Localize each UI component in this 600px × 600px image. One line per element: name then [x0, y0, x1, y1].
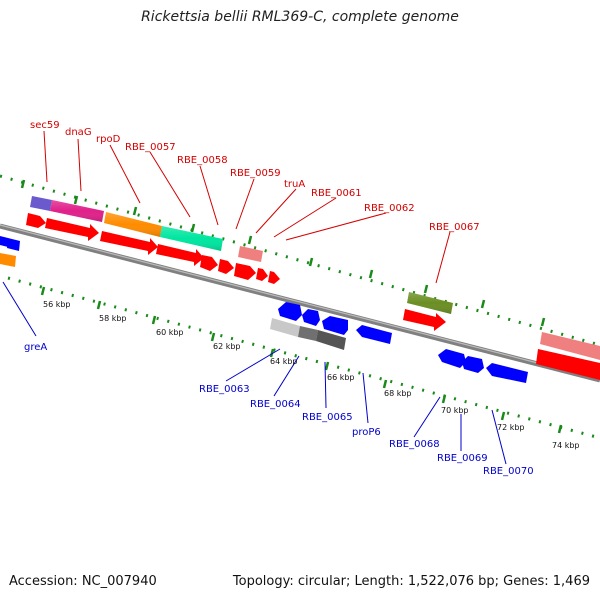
arrow-red[interactable] [268, 271, 280, 284]
arrow-blue[interactable] [278, 302, 302, 321]
genome-summary-text: Topology: circular; Length: 1,522,076 bp… [232, 574, 590, 589]
scale-label: 70 kbp [441, 406, 469, 415]
scale-label: 64 kbp [270, 357, 298, 366]
arrow-red[interactable] [100, 231, 158, 255]
arrow-blue[interactable] [486, 363, 528, 383]
feature-pink[interactable] [238, 246, 263, 262]
gene-label-truA[interactable]: truA [284, 179, 305, 190]
feature-orange-left[interactable] [0, 253, 16, 267]
gene-label-rbe-0064[interactable]: RBE_0064 [250, 399, 301, 410]
forward-arrows [26, 213, 600, 380]
map-title: Rickettsia bellii RML369-C, complete gen… [141, 9, 459, 25]
scale-label: 58 kbp [99, 314, 127, 323]
reverse-label-lines [2, 281, 507, 465]
arrow-blue[interactable] [7, 238, 20, 251]
genome-backbone [0, 223, 600, 383]
forward-label-lines [43, 130, 451, 284]
scale-label: 60 kbp [156, 328, 184, 337]
arrow-red[interactable] [256, 268, 268, 281]
reverse-labels: greA RBE_0063 RBE_0064 RBE_0065 proP6 RB… [24, 342, 534, 477]
arrow-red[interactable] [234, 263, 256, 280]
arrow-red[interactable] [403, 309, 446, 331]
arrow-red[interactable] [218, 259, 234, 274]
gene-label-rbe-0068[interactable]: RBE_0068 [389, 439, 440, 450]
gene-label-sec59[interactable]: sec59 [30, 120, 60, 131]
gene-label-rbe-0061[interactable]: RBE_0061 [311, 188, 362, 199]
gene-label-rbe-0067[interactable]: RBE_0067 [429, 222, 480, 233]
accession-text: Accession: NC_007940 [9, 574, 157, 589]
scale-label: 66 kbp [327, 373, 355, 382]
gene-label-rbe-0065[interactable]: RBE_0065 [302, 412, 353, 423]
outer-major-ticks [20, 179, 546, 327]
arrow-blue[interactable] [356, 325, 392, 344]
outer-tick-track [0, 174, 600, 347]
arrow-red[interactable] [156, 244, 204, 266]
gene-label-dnaG[interactable]: dnaG [65, 127, 92, 138]
feature-purple[interactable] [30, 196, 52, 211]
scale-label: 72 kbp [497, 423, 525, 432]
arrow-red[interactable] [26, 213, 46, 228]
gene-label-rbe-0070[interactable]: RBE_0070 [483, 466, 534, 477]
scale-label: 74 kbp [552, 441, 580, 450]
arrow-blue[interactable] [302, 309, 320, 326]
feature-pink-right[interactable] [540, 332, 600, 360]
arrow-blue[interactable] [0, 236, 8, 247]
feature-dark-gray[interactable] [316, 330, 346, 350]
gene-label-greA[interactable]: greA [24, 342, 47, 353]
arrow-red[interactable] [200, 255, 218, 271]
arrow-blue[interactable] [438, 349, 466, 368]
gene-label-rbe-0062[interactable]: RBE_0062 [364, 203, 415, 214]
scale-labels: 56 kbp 58 kbp 60 kbp 62 kbp 64 kbp 66 kb… [43, 300, 580, 450]
gene-label-rbe-0069[interactable]: RBE_0069 [437, 453, 488, 464]
reverse-features [0, 236, 528, 383]
feature-shading [50, 200, 453, 314]
scale-label: 56 kbp [43, 300, 71, 309]
arrow-red[interactable] [536, 349, 600, 380]
arrow-blue[interactable] [322, 316, 348, 335]
gene-label-proP6[interactable]: proP6 [352, 427, 381, 438]
gene-label-rbe-0057[interactable]: RBE_0057 [125, 142, 176, 153]
gene-label-rbe-0058[interactable]: RBE_0058 [177, 155, 228, 166]
inner-major-ticks [40, 286, 563, 434]
gene-label-rbe-0063[interactable]: RBE_0063 [199, 384, 250, 395]
gene-label-rbe-0059[interactable]: RBE_0059 [230, 168, 281, 179]
arrow-red[interactable] [45, 218, 99, 241]
scale-label: 68 kbp [384, 389, 412, 398]
feature-gray[interactable] [270, 318, 300, 337]
scale-label: 62 kbp [213, 342, 241, 351]
arrow-blue[interactable] [462, 356, 484, 373]
feature-dark-gray[interactable] [298, 326, 318, 341]
forward-labels: sec59 dnaG rpoD RBE_0057 RBE_0058 RBE_00… [30, 120, 480, 233]
gene-label-rpoD[interactable]: rpoD [96, 134, 121, 145]
